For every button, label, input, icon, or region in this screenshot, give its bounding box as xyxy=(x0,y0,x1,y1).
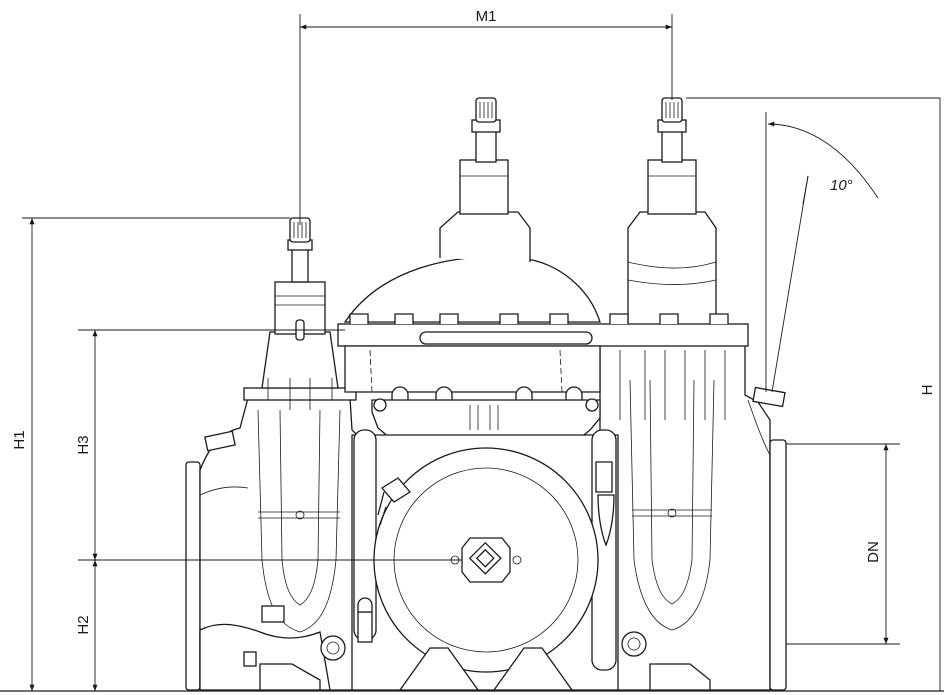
dimension-label-h: H xyxy=(919,385,936,396)
gearbox xyxy=(259,429,711,691)
dimension-label-dn: DN xyxy=(865,541,882,563)
dimension-label-angle: 10° xyxy=(830,177,853,194)
right-valve xyxy=(599,97,787,691)
dimension-lines xyxy=(22,14,941,691)
dimension-label-m1: M1 xyxy=(476,8,497,25)
dimension-label-h2: H2 xyxy=(75,615,92,634)
bolt-heads xyxy=(391,386,583,402)
left-valve xyxy=(185,217,363,691)
dimension-label-h1: H1 xyxy=(11,430,28,449)
center-valve xyxy=(337,97,749,439)
dimension-label-h3: H3 xyxy=(75,435,92,454)
